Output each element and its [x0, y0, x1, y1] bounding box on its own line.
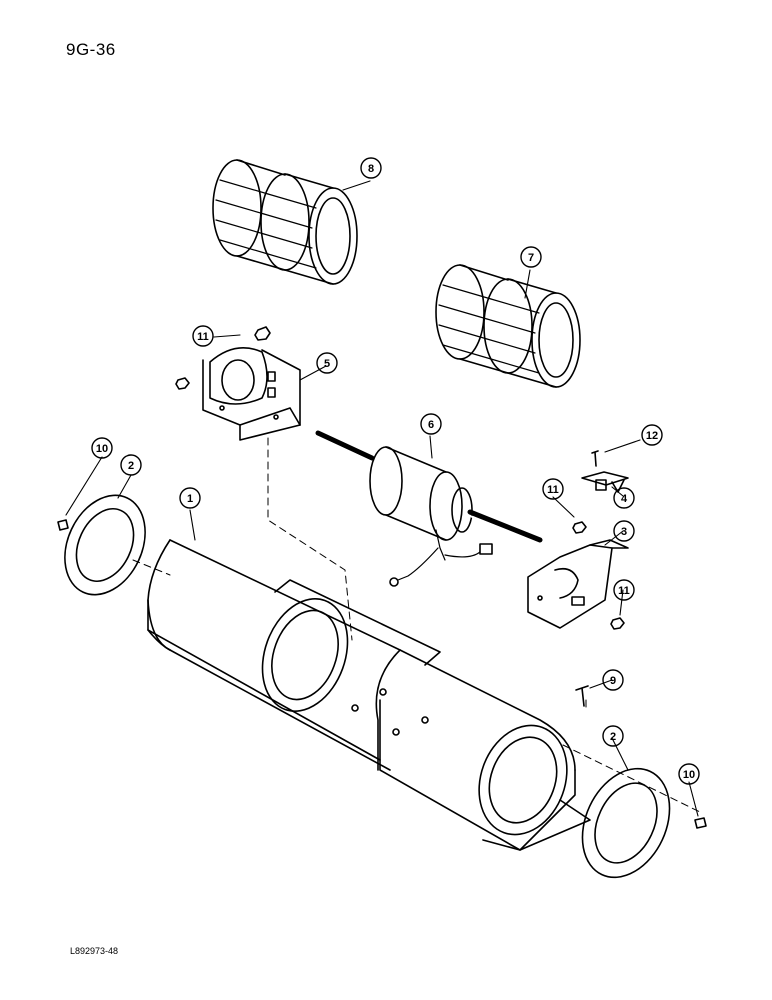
blower-wheel-right	[435, 264, 581, 388]
nut-right-lower	[610, 617, 625, 630]
callout-6: 6	[428, 419, 434, 431]
callout-11-top: 11	[197, 331, 209, 343]
callout-10-left: 10	[96, 443, 108, 455]
page-number: 9G-36	[66, 40, 116, 59]
motor-bracket-left	[202, 346, 301, 441]
blower-motor	[315, 430, 543, 587]
nut-right-upper	[572, 521, 587, 534]
callout-11-low: 11	[618, 585, 630, 597]
blower-wheel-upper	[212, 159, 358, 285]
blower-housing	[147, 539, 591, 851]
callout-2-right: 2	[610, 731, 616, 743]
callout-circles	[91, 157, 700, 785]
screw-10-right	[694, 817, 707, 829]
callout-7: 7	[528, 252, 534, 264]
callout-5: 5	[324, 358, 330, 370]
callout-4: 4	[621, 493, 628, 505]
nut-upper-left	[254, 326, 271, 341]
nut-left-small	[175, 377, 190, 390]
bolt-9	[575, 685, 589, 707]
callout-11-mid: 11	[547, 484, 559, 496]
drawing-code: L892973-48	[70, 946, 119, 956]
callout-12: 12	[646, 430, 658, 442]
screw-12	[591, 450, 599, 467]
callout-1: 1	[187, 493, 193, 505]
flange-ring-right	[581, 767, 671, 879]
flange-ring-left	[64, 494, 146, 596]
screw-10-left	[57, 519, 69, 531]
callout-3: 3	[621, 526, 627, 538]
callout-9: 9	[610, 675, 616, 687]
callout-2-left: 2	[128, 460, 134, 472]
alignment-lines	[132, 437, 701, 813]
motor-bracket-right	[527, 539, 629, 629]
callout-8: 8	[368, 163, 374, 175]
callout-numbers: 8 7 11 5 6 12 4 11 3 11 1 10 2 9 2 10	[96, 163, 695, 781]
leader-lines	[65, 180, 699, 817]
callout-10-right: 10	[683, 769, 695, 781]
